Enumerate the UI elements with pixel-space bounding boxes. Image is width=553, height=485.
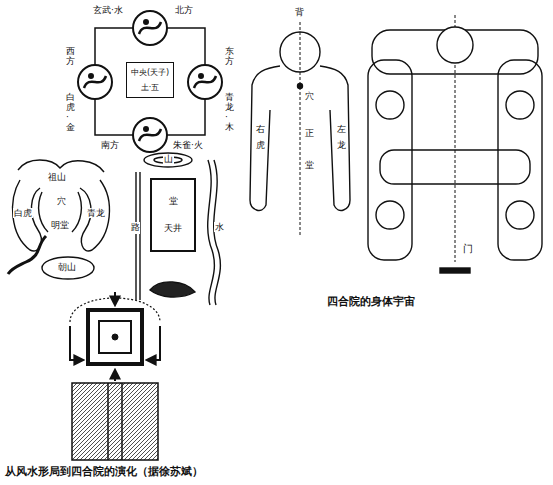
courtyard-plan	[121, 383, 123, 460]
direction-label: 南方	[100, 140, 120, 150]
body-figure	[320, 66, 350, 210]
node-text: 土·五	[141, 83, 160, 92]
site-plan	[139, 172, 140, 300]
landform-label: 明堂	[50, 220, 70, 230]
direction-label: 东方	[225, 46, 234, 68]
courtyard-body	[376, 91, 404, 119]
beast-emblem	[133, 118, 167, 152]
courtyard-plan	[88, 310, 142, 364]
mountain-outline	[72, 192, 81, 232]
beast-emblem	[139, 129, 161, 141]
landform-label: 穴	[56, 196, 67, 206]
landform-label: 祖山	[47, 172, 67, 182]
center-box: 中央(天子) 土·五	[126, 62, 174, 98]
direction-label: 西方	[66, 46, 75, 68]
landform-label: 青龙	[86, 208, 106, 218]
body-label: 穴	[304, 91, 315, 101]
river	[8, 236, 46, 274]
courtyard-body	[368, 15, 542, 273]
beast-emblem	[78, 11, 222, 152]
body-figure	[300, 22, 301, 235]
site-label: 山	[163, 154, 174, 164]
direction-label: 青龙·木	[225, 92, 234, 134]
body-label: 虎	[255, 140, 266, 150]
courtyard-plan	[114, 292, 116, 305]
mountain-outline	[42, 257, 94, 279]
beast-emblem	[84, 76, 106, 88]
house-plan: 堂天井	[150, 178, 196, 252]
body-label: 门	[462, 243, 474, 255]
node-text: 天井	[164, 223, 182, 233]
site-label: 路	[131, 222, 140, 234]
node-text: 堂	[169, 196, 178, 206]
mountain-outline	[18, 160, 104, 172]
beast-emblem	[78, 65, 112, 99]
courtyard-body	[376, 201, 404, 229]
body-label: 正	[304, 128, 315, 138]
beast-emblem	[194, 76, 216, 88]
node-text: 中央(天子)	[131, 68, 169, 77]
courtyard-body	[506, 91, 534, 119]
courtyard-body	[368, 60, 412, 260]
courtyard-plan	[112, 334, 118, 340]
body-label: 龙	[336, 140, 347, 150]
site-label: 水	[214, 222, 225, 232]
landform-label: 朝山	[57, 262, 77, 272]
beast-emblem	[188, 65, 222, 99]
courtyard-body	[498, 60, 542, 260]
courtyard-plan	[70, 326, 83, 360]
courtyard-plan	[107, 383, 109, 460]
beast-emblem	[144, 127, 148, 131]
site-plan	[150, 282, 195, 297]
courtyard-body	[506, 201, 534, 229]
beast-emblem	[199, 74, 203, 78]
courtyard-plan	[114, 370, 116, 381]
beast-emblem	[89, 74, 93, 78]
body-figure	[298, 84, 303, 89]
beast-emblem	[139, 22, 161, 34]
beast-emblem	[144, 20, 148, 24]
mountain-outline	[39, 192, 48, 232]
river	[8, 236, 46, 274]
courtyard-body	[437, 27, 473, 63]
landform-label: 白虎	[13, 208, 33, 218]
site-plan	[135, 172, 136, 300]
courtyard-plan	[70, 292, 160, 460]
caption: 从风水形局到四合院的演化（据徐苏斌）	[4, 466, 204, 479]
body-label: 左	[336, 124, 347, 134]
body-figure	[250, 22, 350, 235]
body-figure	[280, 32, 320, 72]
courtyard-plan	[72, 383, 158, 460]
direction-label: 白虎·金	[66, 92, 75, 134]
direction-label: 朱雀·火	[172, 140, 204, 150]
body-label: 堂	[304, 160, 315, 170]
site-plan	[214, 160, 221, 305]
body-label: 右	[255, 124, 266, 134]
direction-label: 北方	[174, 5, 194, 15]
direction-label: 玄武·水	[92, 5, 124, 15]
site-plan	[136, 153, 220, 305]
courtyard-plan	[99, 321, 131, 353]
body-label: 背	[294, 7, 305, 17]
beast-emblem	[133, 11, 167, 45]
site-plan	[144, 153, 192, 167]
courtyard-plan	[147, 326, 160, 360]
mountain-outline	[80, 180, 109, 251]
mountain-outline	[13, 180, 42, 251]
caption: 四合院的身体宇宙	[326, 296, 416, 309]
courtyard-body	[440, 268, 470, 273]
courtyard-body	[380, 150, 530, 184]
body-figure	[250, 66, 280, 210]
